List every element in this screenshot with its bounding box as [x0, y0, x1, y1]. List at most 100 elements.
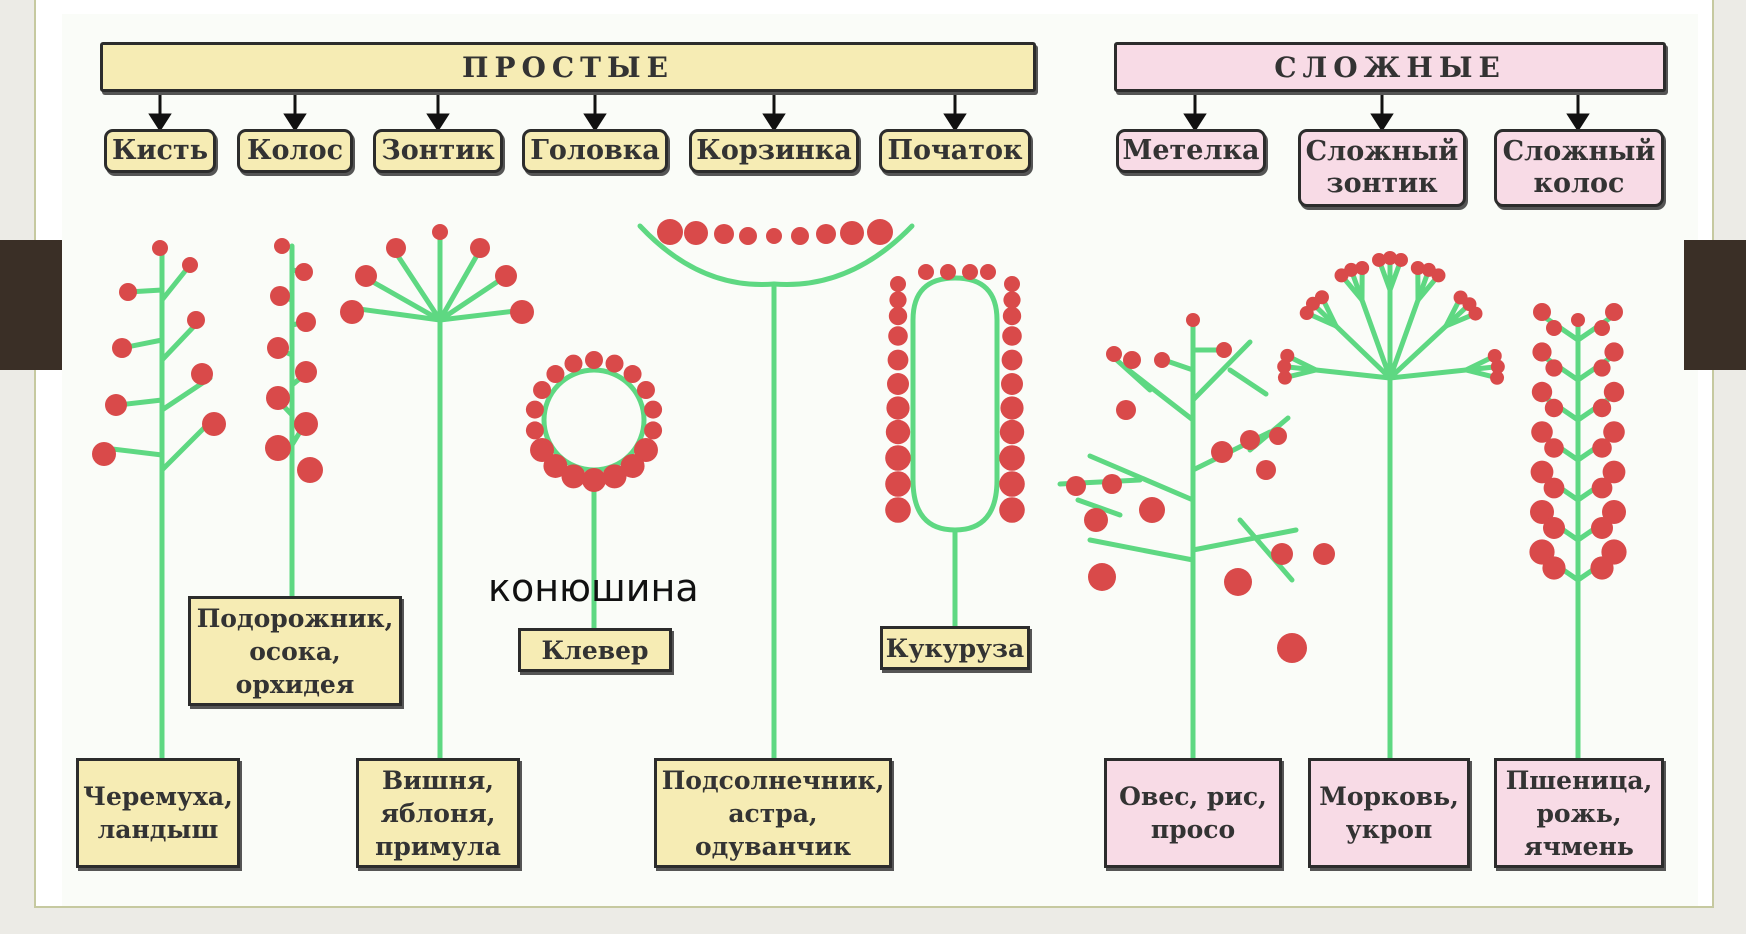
- flower-dot: [1571, 313, 1585, 327]
- compound-umbel-flower: [1280, 348, 1295, 363]
- capitulum-flower: [766, 228, 782, 244]
- umbel-ray: [391, 247, 443, 323]
- flower-dot: [297, 457, 323, 483]
- flower-dot: [1186, 313, 1200, 327]
- flower-dot: [274, 238, 290, 254]
- type-metelka: Метелка: [1116, 129, 1266, 173]
- arrow-head: [1370, 113, 1394, 132]
- capitulum-flower: [714, 224, 734, 244]
- spadix-flower: [999, 419, 1025, 445]
- compound-umbel-raylet: [1387, 263, 1402, 293]
- compound-spike-flower: [1546, 320, 1562, 336]
- compound-umbel-flower: [1383, 251, 1397, 265]
- compound-spike-flower: [1545, 359, 1563, 377]
- spadix-flower: [940, 264, 956, 280]
- spadix-flower: [1003, 291, 1021, 309]
- compound-spike-flower: [1591, 517, 1613, 539]
- compound-umbel-flower: [1393, 252, 1408, 267]
- spadix-flower: [887, 349, 909, 371]
- flower-dot: [470, 238, 490, 258]
- umbel-ray: [437, 273, 509, 323]
- flower-dot: [1216, 342, 1232, 358]
- compound-umbel-flower: [1468, 306, 1483, 321]
- flower-dot: [270, 286, 290, 306]
- spadix-flower: [1000, 396, 1024, 420]
- compound-spike-flower: [1593, 359, 1611, 377]
- head-flower: [546, 365, 565, 384]
- flower-dot: [355, 265, 377, 287]
- panicle-twig: [1075, 497, 1123, 518]
- panicle-twig: [1227, 367, 1269, 397]
- spadix-flower: [885, 445, 911, 471]
- spadix-axis: [910, 275, 1000, 533]
- compound-umbel-flower: [1431, 268, 1446, 283]
- compound-umbel-ray: [1387, 297, 1421, 381]
- example-podsolnechnik: Подсолнечник, астра, одуванчик: [654, 758, 892, 868]
- flower-dot: [92, 442, 116, 466]
- example-vishnya: Вишня, яблоня, примула: [356, 758, 520, 868]
- capitulum-flower: [867, 219, 893, 245]
- compound-umbel-raylet: [1322, 300, 1339, 329]
- flower-dot: [386, 238, 406, 258]
- flower-dot: [340, 300, 364, 324]
- capitulum-flower: [840, 221, 864, 245]
- compound-spike-flower: [1605, 303, 1623, 321]
- flower-dot: [1102, 474, 1122, 494]
- umbel-ray: [349, 305, 443, 323]
- flower-dot: [1313, 543, 1335, 565]
- left-edge-tab: [0, 240, 62, 370]
- capitulum-receptacle: [637, 223, 915, 288]
- head-flower: [644, 421, 663, 440]
- compound-umbel-ray: [1387, 367, 1469, 381]
- flower-dot: [1224, 568, 1252, 596]
- arrow-head: [1183, 113, 1207, 132]
- flower-dot: [1154, 352, 1170, 368]
- flower-dot: [119, 283, 137, 301]
- head-flower: [585, 351, 603, 369]
- capitulum-flower: [739, 227, 757, 245]
- compound-umbel-ray: [1387, 323, 1449, 381]
- head-flower: [644, 400, 663, 419]
- flower-dot: [182, 257, 198, 273]
- compound-spike-flower: [1531, 421, 1553, 443]
- example-pshenitsa: Пшеница, рожь, ячмень: [1494, 758, 1664, 868]
- flower-dot: [187, 311, 205, 329]
- arrow-head: [426, 113, 450, 132]
- compound-spike-flower: [1530, 460, 1554, 484]
- spadix-flower: [1001, 373, 1023, 395]
- compound-spike-flower: [1533, 303, 1551, 321]
- flower-dot: [266, 386, 290, 410]
- spadix-flower: [1002, 306, 1022, 326]
- arrow-head: [583, 113, 607, 132]
- compound-umbel-flower: [1277, 359, 1292, 374]
- compound-spike-flower: [1544, 398, 1564, 418]
- spadix-flower: [999, 445, 1025, 471]
- complex-header: СЛОЖНЫЕ: [1114, 42, 1666, 92]
- spadix-flower: [1002, 326, 1022, 346]
- compound-umbel-raylet: [1415, 277, 1438, 303]
- spadix-flower: [885, 497, 911, 523]
- compound-umbel-flower: [1490, 359, 1505, 374]
- head-flower: [633, 438, 658, 462]
- compound-umbel-flower: [1314, 290, 1329, 305]
- compound-spike-flower: [1604, 342, 1624, 362]
- annotation-text: конюшина: [488, 566, 699, 610]
- head-flower: [605, 354, 624, 373]
- compound-spike-flower: [1531, 381, 1553, 403]
- compound-umbel-ray: [1359, 297, 1393, 381]
- flower-dot: [295, 361, 317, 383]
- example-oves: Овес, рис, просо: [1104, 758, 1282, 868]
- type-slozhny-kolos: Сложный колос: [1494, 129, 1664, 207]
- arrow-head: [943, 113, 967, 132]
- flower-dot: [1116, 400, 1136, 420]
- compound-spike-flower: [1543, 517, 1565, 539]
- compound-spike-flower: [1532, 342, 1552, 362]
- arrow-head: [283, 113, 307, 132]
- type-golovka: Головка: [522, 129, 668, 173]
- head-flower: [543, 453, 568, 478]
- arrow-head: [1566, 113, 1590, 132]
- type-kolos: Колос: [237, 129, 353, 173]
- spadix-flower: [962, 264, 978, 280]
- type-zontik: Зонтик: [373, 129, 503, 173]
- flower-dot: [510, 300, 534, 324]
